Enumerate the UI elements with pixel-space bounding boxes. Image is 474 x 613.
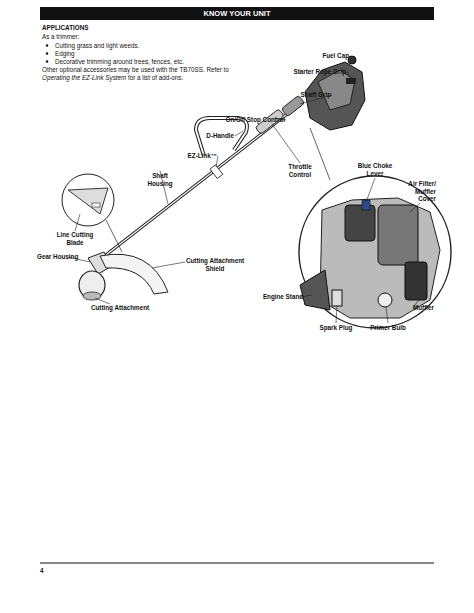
choke-housing bbox=[345, 205, 375, 241]
part-label: Primer Bulb bbox=[370, 324, 406, 332]
blade-mark bbox=[92, 203, 100, 207]
inset-leader bbox=[310, 128, 330, 180]
spool bbox=[83, 292, 101, 300]
leader-line bbox=[152, 262, 185, 268]
part-label: Engine Stand bbox=[263, 293, 303, 301]
leader-line bbox=[235, 131, 243, 136]
part-label: Shaft Housing bbox=[145, 172, 175, 187]
leader-line bbox=[272, 124, 300, 163]
part-label: Shaft Grip bbox=[301, 91, 331, 99]
cutting-head bbox=[79, 271, 105, 299]
muffler bbox=[405, 262, 427, 300]
part-label: Starter Rope Grip bbox=[294, 68, 346, 76]
blade-inset bbox=[62, 174, 114, 226]
part-label: Fuel Cap bbox=[322, 52, 349, 60]
d-handle-inner bbox=[196, 118, 247, 156]
starter-grip bbox=[346, 78, 356, 84]
leader-line bbox=[386, 307, 388, 323]
body-text: As a trimmer: bbox=[42, 33, 79, 41]
leader-line bbox=[75, 214, 80, 231]
bullet-text: Decorative trimming around trees, fences… bbox=[55, 58, 184, 66]
engine-closeup bbox=[320, 198, 440, 318]
leader-line bbox=[336, 306, 337, 323]
engine-stand bbox=[300, 270, 330, 310]
part-label: Blue Choke Lever bbox=[354, 162, 396, 177]
primer-bulb bbox=[378, 293, 392, 307]
shaft bbox=[102, 104, 300, 258]
part-label: On/Off Stop Control bbox=[226, 116, 285, 124]
ez-link-coupler bbox=[210, 165, 223, 179]
part-label: Muffler bbox=[413, 304, 434, 312]
spark-plug bbox=[332, 290, 342, 306]
part-label: Spark Plug bbox=[320, 324, 353, 332]
engine-cover bbox=[318, 70, 355, 110]
bullet-text: Edging bbox=[55, 50, 75, 58]
part-label: Gear Housing bbox=[37, 253, 78, 261]
engine-inset bbox=[299, 176, 451, 328]
part-label: Air Filter/ Muffler Cover bbox=[399, 180, 436, 203]
shaft-highlight bbox=[102, 104, 300, 258]
page-number: 4 bbox=[40, 567, 44, 575]
shaft-grip bbox=[281, 95, 304, 116]
bullet bbox=[46, 52, 48, 54]
body-text: Other optional accessories may be used w… bbox=[42, 66, 229, 74]
section-title: KNOW YOUR UNIT bbox=[204, 9, 271, 18]
part-label: Cutting Attachment bbox=[91, 304, 149, 312]
part-label: Line Cutting Blade bbox=[53, 231, 97, 246]
air-filter-cover bbox=[378, 205, 418, 265]
fuel-cap bbox=[348, 56, 356, 64]
bullet bbox=[46, 60, 48, 62]
leader-lines bbox=[68, 56, 420, 323]
leader-line bbox=[350, 56, 352, 57]
leader-line bbox=[366, 178, 375, 202]
inset-leader bbox=[106, 220, 122, 252]
section-heading: APPLICATIONS bbox=[42, 24, 88, 32]
part-label: Cutting Attachment Shield bbox=[183, 257, 247, 272]
blade-shape bbox=[68, 188, 108, 214]
bullet-text: Cutting grass and light weeds. bbox=[55, 42, 139, 50]
bullets bbox=[46, 44, 48, 62]
body-text: for a list of add-ons. bbox=[128, 74, 183, 82]
body-text: Operating the EZ-Link System bbox=[42, 74, 126, 82]
attachment-shield bbox=[100, 254, 168, 294]
leader-line bbox=[347, 72, 350, 79]
part-label: EZ-Link™ bbox=[188, 152, 217, 160]
title-band: KNOW YOUR UNIT bbox=[40, 7, 434, 20]
leader-line bbox=[95, 298, 110, 304]
d-handle bbox=[196, 118, 247, 156]
leader-line bbox=[410, 203, 420, 212]
footer-rule bbox=[40, 563, 434, 564]
part-label: D-Handle bbox=[206, 132, 234, 140]
part-label: Throttle Control bbox=[285, 163, 315, 178]
bullet bbox=[46, 44, 48, 46]
